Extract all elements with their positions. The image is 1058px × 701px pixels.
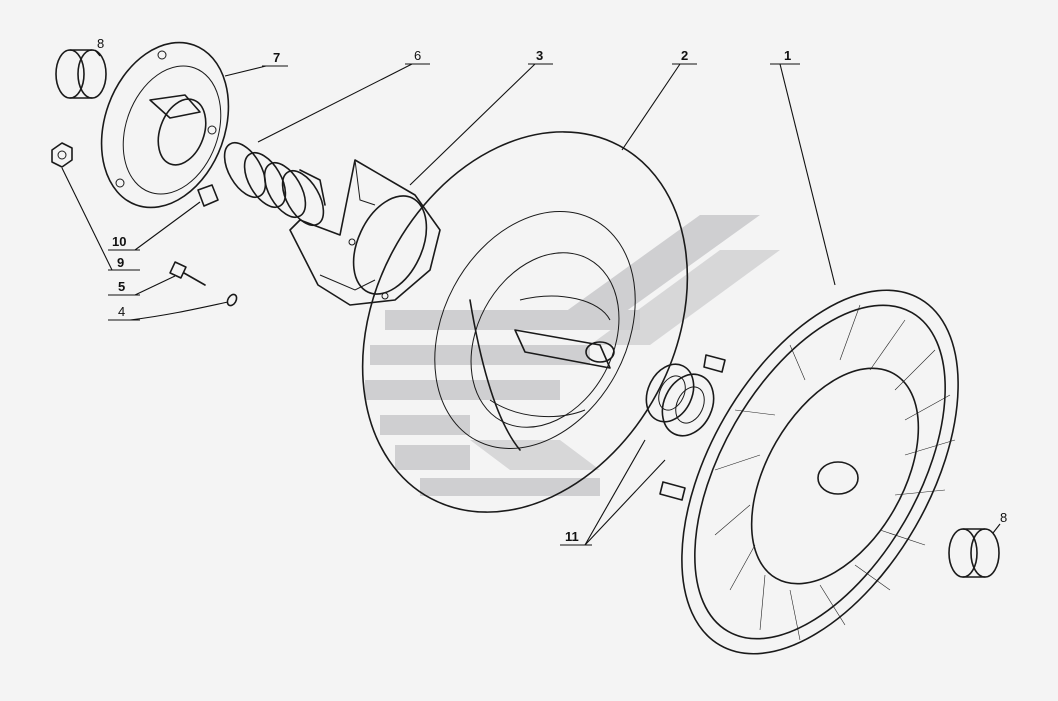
part-3-housing [289, 159, 441, 306]
part-8-bushing-left [55, 49, 107, 99]
label-part-10: 10 [112, 234, 126, 249]
part-1-spoked-wheel [659, 289, 959, 655]
label-part-8-left: 8 [97, 36, 104, 51]
part-7-flange-plate [100, 41, 230, 209]
part-8-bushing-right [948, 528, 1000, 578]
part-labels: 1 2 3 6 7 8 10 9 5 4 11 8 [97, 36, 1007, 544]
label-part-9: 9 [117, 255, 124, 270]
label-part-3: 3 [536, 48, 543, 63]
leader-lines [61, 49, 1001, 546]
part-2-pulley-disc [361, 131, 689, 513]
part-9-nut [51, 142, 73, 168]
label-part-4: 4 [118, 304, 125, 319]
part-11-washers [645, 363, 715, 437]
watermark-logo [365, 215, 780, 496]
label-part-2: 2 [681, 48, 688, 63]
part-10-block [197, 184, 219, 207]
part-5-bolt [169, 261, 206, 286]
wheel-spokes [714, 304, 956, 641]
label-part-6: 6 [414, 48, 421, 63]
part-6-spring [223, 142, 326, 226]
label-part-1: 1 [784, 48, 791, 63]
label-part-11: 11 [565, 529, 579, 544]
label-part-7: 7 [273, 50, 280, 65]
part-4-pin [226, 293, 238, 307]
label-part-5: 5 [118, 279, 125, 294]
label-part-8-right: 8 [1000, 510, 1007, 525]
